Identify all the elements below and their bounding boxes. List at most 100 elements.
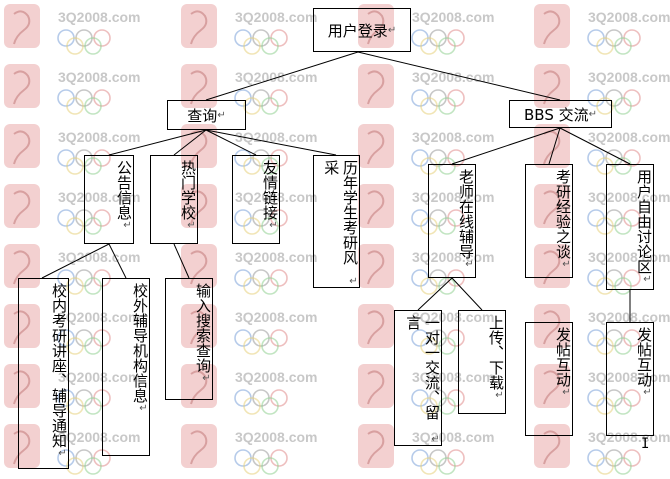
watermark-text: 3Q2008.com bbox=[58, 369, 141, 385]
watermark-ring-icon bbox=[66, 37, 84, 55]
watermark-ring-icon bbox=[243, 217, 261, 235]
root-node: 用户登录↵ bbox=[313, 8, 411, 52]
watermark-logo-icon bbox=[534, 184, 570, 228]
watermark-ring-icon bbox=[420, 97, 438, 115]
watermark-text: 3Q2008.com bbox=[58, 309, 141, 325]
watermark-tile: 3Q2008.com bbox=[358, 4, 495, 55]
root-label: 用户登录 bbox=[327, 21, 388, 40]
watermark-tile: 3Q2008.com bbox=[181, 124, 318, 175]
watermark-ring-icon bbox=[596, 97, 614, 115]
watermark-tile: 3Q2008.com bbox=[4, 424, 141, 475]
teacher-online-label: 老师在线辅导 bbox=[457, 169, 475, 259]
watermark-logo-icon bbox=[181, 64, 217, 108]
watermark-logo-icon bbox=[534, 4, 570, 48]
up-down-node: 上传、下载↵ bbox=[458, 310, 506, 414]
watermark-text: 3Q2008.com bbox=[412, 429, 495, 445]
watermark-tile: 3Q2008.com bbox=[181, 364, 318, 415]
watermark-logo-icon bbox=[181, 424, 217, 468]
watermark-logo-icon bbox=[534, 364, 570, 408]
outside-tutor-node: 校外辅导机构信息↵ bbox=[102, 278, 150, 456]
watermark-logo-icon bbox=[181, 244, 217, 288]
watermark-text: 3Q2008.com bbox=[58, 129, 141, 145]
watermark-ring-icon bbox=[438, 97, 456, 115]
watermark-tile: 3Q2008.com bbox=[4, 364, 141, 415]
watermark-ring-icon bbox=[614, 37, 632, 55]
watermark-ring-icon bbox=[596, 457, 614, 475]
watermark-logo-icon bbox=[358, 244, 394, 288]
watermark-logo-icon bbox=[4, 424, 40, 468]
watermark-logo-icon bbox=[534, 64, 570, 108]
watermark-text: 3Q2008.com bbox=[235, 129, 318, 145]
past-style-node: 历年学生考研风采↵ bbox=[313, 155, 360, 288]
watermark-logo-icon bbox=[181, 4, 217, 48]
watermark-tile: 3Q2008.com bbox=[181, 4, 318, 55]
watermark-ring-icon bbox=[66, 157, 84, 175]
watermark-text: 3Q2008.com bbox=[235, 249, 318, 265]
watermark-tile: 3Q2008.com bbox=[358, 304, 495, 355]
up-down-label: 上传、下载 bbox=[487, 315, 505, 390]
watermark-tile: 3Q2008.com bbox=[534, 124, 670, 175]
search-query-node: 输入搜索查询↵ bbox=[165, 278, 213, 400]
watermark-ring-icon bbox=[84, 97, 102, 115]
watermark-text: 3Q2008.com bbox=[235, 189, 318, 205]
post-interact-node-1: 发帖互动↵ bbox=[525, 322, 573, 436]
watermark-text: 3Q2008.com bbox=[412, 69, 495, 85]
watermark-text: 3Q2008.com bbox=[58, 9, 141, 25]
watermark-logo-icon bbox=[358, 364, 394, 408]
watermark-tile: 3Q2008.com bbox=[181, 64, 318, 115]
watermark-tile: 3Q2008.com bbox=[4, 244, 141, 295]
watermark-ring-icon bbox=[614, 277, 632, 295]
user-free-node: 用户自由讨论区↵ bbox=[606, 164, 654, 290]
watermark-ring-icon bbox=[243, 277, 261, 295]
watermark-tile: 3Q2008.com bbox=[4, 4, 141, 55]
watermark-logo-icon bbox=[534, 124, 570, 168]
watermark-ring-icon bbox=[614, 217, 632, 235]
watermark-tile: 3Q2008.com bbox=[181, 244, 318, 295]
search-query-label: 输入搜索查询 bbox=[194, 283, 212, 373]
watermark-ring-icon bbox=[261, 397, 279, 415]
hot-school-label: 热门学校 bbox=[179, 160, 197, 220]
watermark-ring-icon bbox=[66, 97, 84, 115]
watermark-logo-icon bbox=[358, 304, 394, 348]
watermark-tile: 3Q2008.com bbox=[534, 64, 670, 115]
watermark-text: 3Q2008.com bbox=[58, 69, 141, 85]
watermark-ring-icon bbox=[261, 217, 279, 235]
watermark-tile: 3Q2008.com bbox=[358, 184, 495, 235]
watermark-tile: 3Q2008.com bbox=[358, 364, 495, 415]
watermark-ring-icon bbox=[84, 397, 102, 415]
watermark-text: 3Q2008.com bbox=[588, 429, 670, 445]
watermark-logo-icon bbox=[4, 184, 40, 228]
watermark-text: 3Q2008.com bbox=[412, 129, 495, 145]
watermark-tile: 3Q2008.com bbox=[181, 424, 318, 475]
watermark-ring-icon bbox=[614, 157, 632, 175]
watermark-ring-icon bbox=[438, 277, 456, 295]
watermark-ring-icon bbox=[84, 457, 102, 475]
watermark-logo-icon bbox=[4, 124, 40, 168]
watermark-ring-icon bbox=[438, 157, 456, 175]
watermark-logo-icon bbox=[4, 64, 40, 108]
watermark-ring-icon bbox=[66, 217, 84, 235]
watermark-text: 3Q2008.com bbox=[235, 69, 318, 85]
watermark-tile: 3Q2008.com bbox=[358, 244, 495, 295]
teacher-online-node: 老师在线辅导↵ bbox=[428, 164, 476, 278]
watermark-text: 3Q2008.com bbox=[588, 189, 670, 205]
lecture-notice-label: 校内考研讲座、辅导通知 bbox=[50, 283, 68, 448]
watermark-ring-icon bbox=[261, 457, 279, 475]
watermark-logo-icon bbox=[358, 124, 394, 168]
watermark-tile: 3Q2008.com bbox=[4, 64, 141, 115]
watermark-ring-icon bbox=[243, 37, 261, 55]
watermark-tile: 3Q2008.com bbox=[358, 64, 495, 115]
friend-links-label: 友情链接 bbox=[261, 160, 279, 220]
watermark-logo-icon bbox=[181, 364, 217, 408]
post-interact-node-2: 发帖互动↵ bbox=[606, 322, 654, 436]
watermark-ring-icon bbox=[438, 457, 456, 475]
watermark-ring-icon bbox=[420, 337, 438, 355]
watermark-ring-icon bbox=[614, 457, 632, 475]
watermark-ring-icon bbox=[243, 157, 261, 175]
watermark-ring-icon bbox=[596, 337, 614, 355]
watermark-logo-icon bbox=[358, 4, 394, 48]
watermark-logo-icon bbox=[4, 304, 40, 348]
watermark-ring-icon bbox=[84, 337, 102, 355]
watermark-logo-icon bbox=[4, 4, 40, 48]
